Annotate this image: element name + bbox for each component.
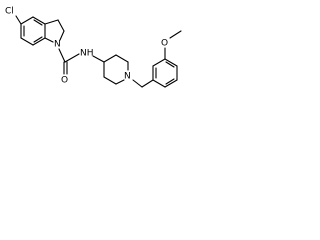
bond (103, 76, 117, 85)
chemical-structure: Cl N O NH N O (5, 7, 182, 88)
chlorine-atom-label: Cl (5, 7, 14, 17)
bond (59, 30, 65, 41)
bond-carbonyl-nh (64, 53, 80, 63)
bond-n-carbonyl (58, 48, 66, 63)
bond (44, 37, 54, 43)
double-bond-inner (33, 19, 43, 26)
bond (44, 19, 59, 25)
bond-c-cl (15, 15, 22, 25)
methoxy-oxygen-label: O (161, 39, 168, 49)
indoline-nitrogen-label: N (54, 40, 61, 50)
bond (164, 58, 178, 67)
double-bond-inner (33, 36, 43, 43)
bond (20, 37, 34, 46)
bond (32, 16, 46, 25)
piperidine-nitrogen-label: N (124, 72, 131, 82)
bond (32, 37, 46, 46)
bond-ch2-aryl (141, 79, 154, 88)
bond-nh-piperidine (92, 55, 105, 63)
bond (152, 58, 166, 67)
bond (57, 19, 65, 32)
carbonyl-oxygen-label: O (61, 76, 68, 86)
bond-o-methyl (169, 30, 182, 39)
amide-nh-label: NH (80, 49, 94, 59)
methoxyphenyl-ring (152, 58, 178, 88)
bond (164, 79, 178, 88)
bond-n-ch2 (132, 79, 143, 88)
bond (115, 79, 125, 85)
indoline-benzene-ring (20, 16, 46, 46)
bond (152, 79, 166, 88)
bond (20, 16, 34, 25)
bond (115, 54, 129, 63)
double-bond-inner (165, 61, 175, 68)
double-bond-inner (165, 78, 175, 85)
indoline-pyrrolidine-ring (44, 19, 65, 43)
bond (103, 54, 117, 63)
piperidine-ring (103, 54, 129, 85)
